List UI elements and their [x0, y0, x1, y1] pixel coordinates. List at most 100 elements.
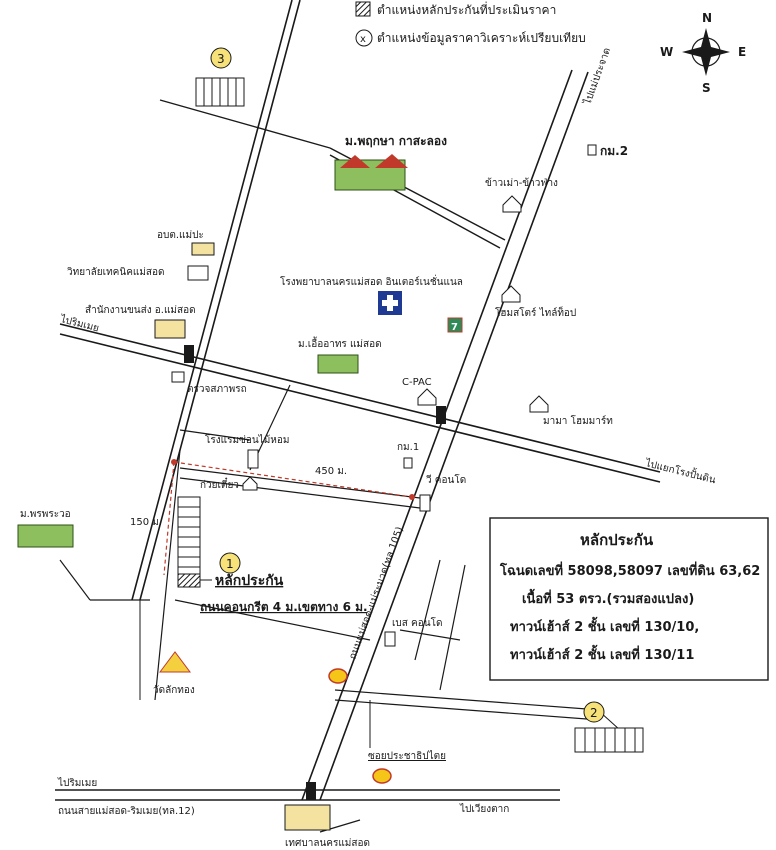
- subject-townhouse-block: 1 หลักประกัน: [177, 496, 284, 589]
- soi-prachathip-2: [334, 699, 601, 721]
- cross-road-bottom-edge: [59, 333, 661, 483]
- hotel-label: โรงแรมซ่อนไม้หอม: [205, 433, 289, 446]
- mama-label: มามา โฮมมาร์ท: [543, 414, 613, 427]
- info-box-frame: [489, 517, 769, 681]
- tech-college-label: วิทยาลัยเทคนิคแม่สอด: [67, 267, 165, 278]
- legend: ตำแหน่งหลักประกันที่ประเมินราคา x ตำแหน่…: [355, 1, 586, 47]
- mama-house-icon: [529, 395, 549, 413]
- shell-icon-1: [328, 668, 348, 684]
- condo1-label: วี คอนโด: [426, 473, 467, 486]
- home-store-house-icon: [501, 285, 521, 303]
- temple-icon: [159, 651, 191, 673]
- info-box-line4: ทาวน์เฮ้าส์ 2 ชั้น เลขที่ 130/11: [510, 644, 694, 663]
- comp3-marker: [210, 47, 232, 69]
- hospital-label: โรงพยาบาลนครแม่สอด อินเตอร์เนชั่นแนล: [280, 274, 463, 288]
- info-box-line1: โฉนดเลขที่ 58098,58097 เลขที่ดิน 63,62: [499, 561, 760, 579]
- hotel-building-icon: [247, 449, 259, 469]
- dimension-horizontal-line: [173, 461, 413, 498]
- seven-eleven-icon: [447, 317, 463, 333]
- road-label-to-wiang-tak: ไปเวียงตาก: [459, 803, 509, 815]
- info-box-title: หลักประกัน: [580, 531, 654, 549]
- local-road-1: [59, 559, 91, 601]
- rice-shop-house-icon: [502, 195, 522, 213]
- police-label: ตรวจสภาพรถ: [187, 384, 247, 395]
- km2-marker-icon: [587, 144, 597, 156]
- local-road-6: [439, 564, 466, 691]
- village-mid-label: ม.เอื้ออาทร แม่สอด: [298, 336, 382, 350]
- transport-office-label: สำนักงานขนส่ง อ.แม่สอด: [85, 305, 196, 316]
- cpac-label: C-PAC: [402, 377, 432, 388]
- condo1-building-icon: [419, 494, 431, 512]
- village-top: ม.พฤกษา กาสะลอง: [334, 134, 447, 191]
- village-left-label: ม.พรพระวอ: [20, 509, 71, 520]
- km2-label: กม.2: [600, 144, 628, 158]
- obt-building-icon: [191, 242, 215, 256]
- transport-office-building-icon: [154, 319, 186, 339]
- road-network: [55, 0, 661, 833]
- village-top-roof2-icon: [375, 154, 408, 168]
- subject-label: หลักประกัน: [215, 573, 284, 589]
- legend-subject-swatch: [355, 1, 371, 17]
- hospital-cross-h-icon: [382, 300, 398, 306]
- road-label-to-rimmoei-top: ไปริมเมย: [58, 313, 100, 334]
- home-store-label: โฮมสโตร์ ไทล์ท็อป: [495, 305, 576, 319]
- legend-comparable-swatch: [355, 29, 373, 47]
- subject-marker-label: 1: [226, 557, 234, 571]
- seven-eleven-glyph: 7: [451, 322, 458, 333]
- road-label-to-rimmoei-bottom: ไปริมเมย: [57, 777, 97, 789]
- left-road-left-edge: [131, 0, 293, 601]
- local-road-5: [414, 559, 441, 661]
- road-label-to-yaek-rong: ไปแยกโรงปั้นดิน: [643, 455, 717, 486]
- cpac-house-icon: [417, 388, 437, 406]
- noodle-house-icon: [242, 476, 258, 491]
- comp2-marker: [583, 701, 605, 723]
- road-label-bottom-road: ถนนสายแม่สอด-ริมเมย(ทล.12): [58, 806, 195, 817]
- dimension-vertical-line: [163, 461, 175, 576]
- legend-comparable-label: ตำแหน่งข้อมูลราคาวิเคราะห์เปรียบเทียบ: [377, 31, 586, 46]
- condo2-label: เบส คอนโด: [392, 616, 442, 629]
- soi-upper: [179, 467, 421, 499]
- compass-star-icon: [682, 28, 730, 76]
- village-top-roof-icon: [340, 155, 370, 168]
- collateral-info-box: หลักประกัน โฉนดเลขที่ 58098,58097 เลขที่…: [489, 517, 769, 681]
- left-road-right-edge: [139, 0, 301, 601]
- tech-college-building-icon: [187, 265, 209, 281]
- shell-icon-2: [372, 768, 392, 784]
- compass-west: W: [660, 45, 673, 59]
- comp2-block-frame: [574, 727, 644, 753]
- small-road-1: [179, 429, 251, 441]
- soi-prachathip-1: [334, 689, 601, 711]
- rice-shop-label: ข้าวเม่า-ข้าวฟ่าง: [485, 177, 558, 189]
- dimension-dot-2: [409, 494, 415, 500]
- comp2-townhouse-block: 2: [574, 701, 644, 753]
- legend-comparable-marker: x: [360, 34, 366, 45]
- left-road-lower: [154, 449, 181, 701]
- comp3-marker-label: 3: [217, 52, 225, 66]
- dimension-dot-1: [171, 459, 177, 465]
- traffic-light-1-icon: [184, 345, 194, 363]
- info-box-line2: เนื้อที่ 53 ตรว.(รวมสองแปลง): [522, 588, 694, 607]
- village-top-label: ม.พฤกษา กาสะลอง: [345, 134, 447, 148]
- compass-east: E: [738, 45, 746, 59]
- km1-label: กม.1: [397, 442, 419, 453]
- km1-marker-icon: [403, 457, 413, 469]
- road-label-soi: ซอยประชาธิปไตย: [368, 750, 446, 762]
- local-road-3: [174, 599, 371, 641]
- legend-subject-label: ตำแหน่งหลักประกันที่ประเมินราคา: [377, 1, 556, 17]
- comp3-townhouse-block: 3: [195, 47, 245, 107]
- compass-north: N: [702, 11, 712, 25]
- road-label-concrete: ถนนคอนกรีต 4 ม.เขตทาง 6 ม.: [200, 600, 368, 614]
- traffic-light-3-icon: [306, 782, 316, 800]
- info-box-line3: ทาวน์เฮ้าส์ 2 ชั้น เลขที่ 130/10,: [510, 616, 699, 635]
- subject-parcel-hatched: [177, 573, 201, 588]
- comp2-marker-label: 2: [590, 706, 598, 720]
- main-road-right-edge: [319, 71, 589, 801]
- municipality-building-icon: [284, 804, 331, 831]
- road-label-main: ถนนแม่สอด-แม่ระมาด(ทล.105): [347, 525, 405, 661]
- noodle-label: ก๋วยเตี๋ยว: [200, 477, 239, 491]
- dimension-lines: [163, 461, 413, 576]
- dimension-horizontal-label: 450 ม.: [315, 466, 347, 477]
- village-road-a: [159, 99, 331, 149]
- compass-south: S: [702, 81, 711, 95]
